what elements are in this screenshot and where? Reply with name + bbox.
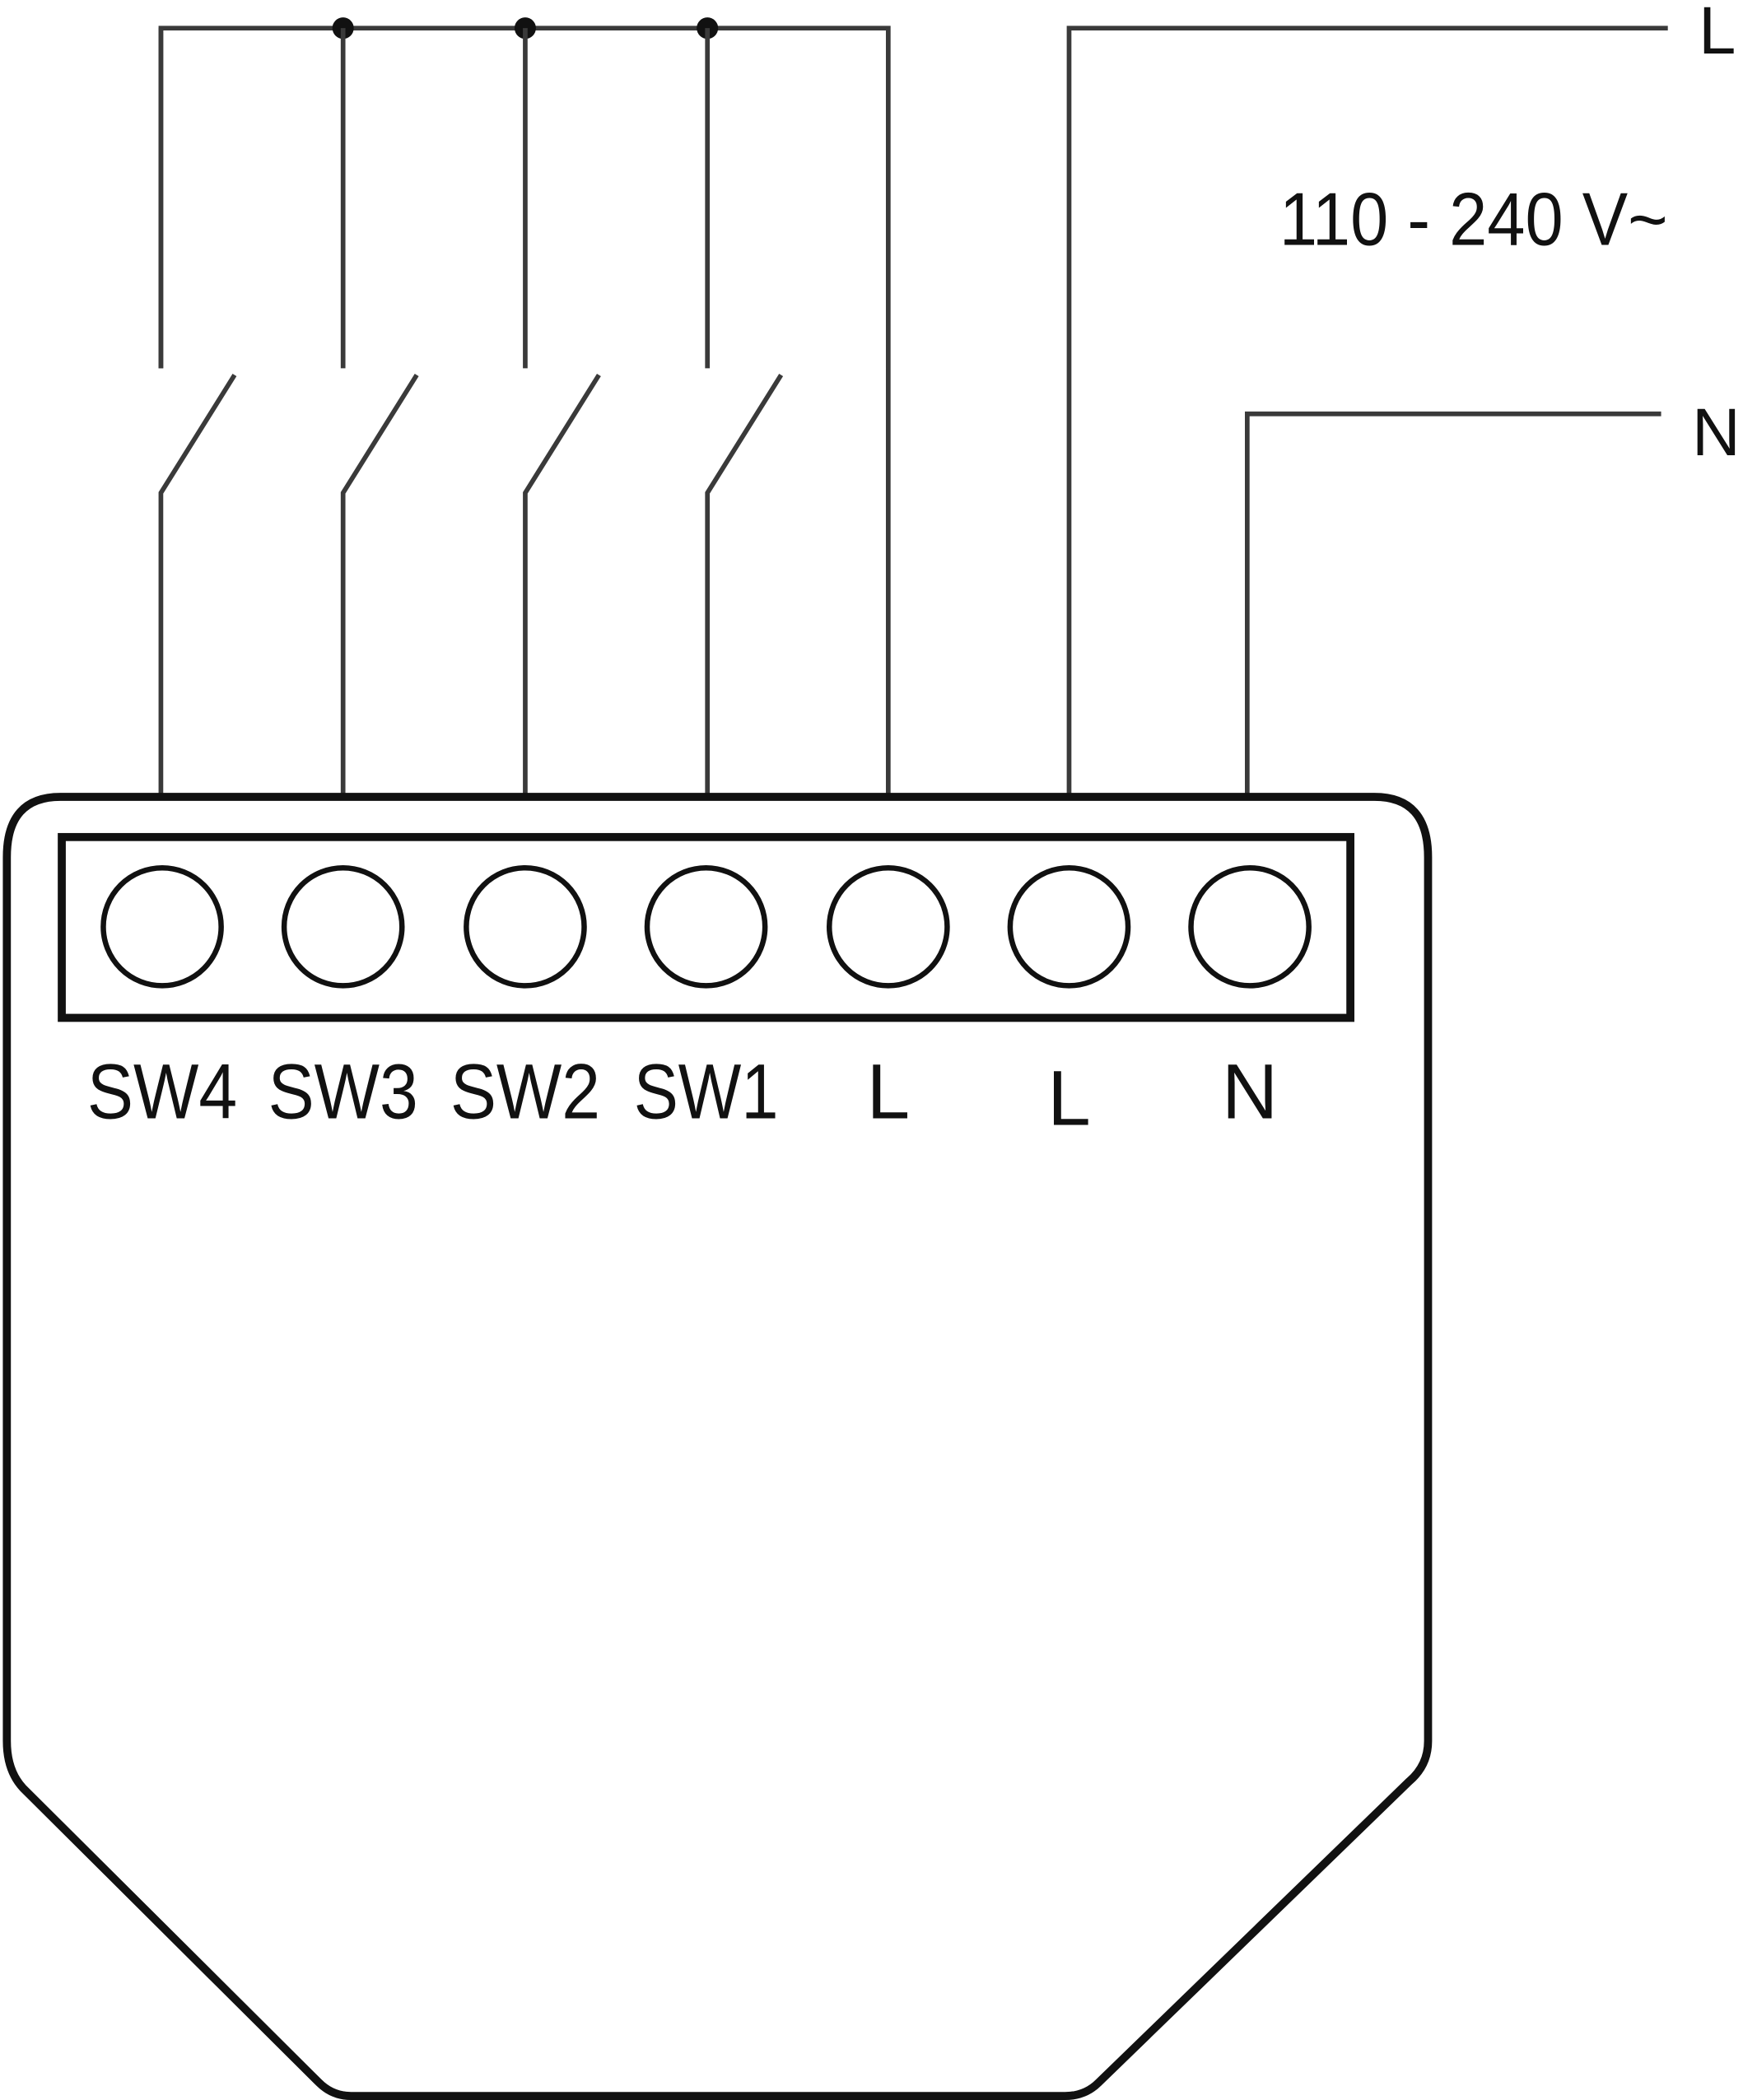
switch-sw2 — [523, 28, 601, 798]
terminal-sw1 — [644, 864, 768, 989]
live-supply-wire — [1066, 26, 1668, 798]
terminal-label: SW4 — [87, 1048, 237, 1134]
terminal-label: SW1 — [634, 1048, 779, 1134]
terminal-l-in — [1007, 864, 1131, 989]
switch-sw1 — [705, 28, 784, 798]
terminal-l-out — [826, 864, 950, 989]
terminal-n — [1188, 864, 1312, 989]
junction-dot — [332, 17, 354, 40]
terminal-label: L — [1047, 1055, 1090, 1142]
supply-live-label: L — [1699, 0, 1736, 68]
supply-voltage-label: 110 - 240 V~ — [1279, 179, 1668, 262]
terminal-block — [58, 832, 1355, 1022]
terminal-label: SW3 — [268, 1048, 418, 1134]
device-body — [2, 793, 1433, 2100]
switch-sw4 — [158, 28, 237, 798]
terminal-sw4 — [100, 864, 224, 989]
terminal-sw3 — [281, 864, 405, 989]
terminal-sw2 — [464, 864, 587, 989]
terminal-label: L — [867, 1048, 910, 1134]
junction-dot — [514, 17, 536, 40]
terminal-label: N — [1222, 1048, 1278, 1134]
neutral-supply-wire — [1245, 411, 1661, 798]
terminal-label: SW2 — [450, 1048, 600, 1134]
supply-neutral-label: N — [1692, 395, 1741, 470]
switch-sw3 — [340, 28, 419, 798]
junction-dot — [697, 17, 719, 40]
